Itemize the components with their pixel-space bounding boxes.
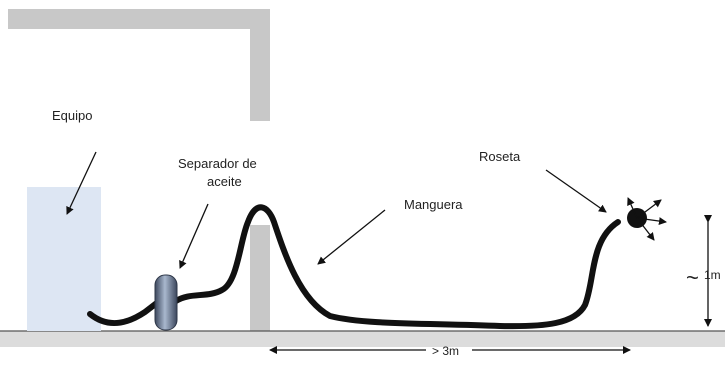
roseta-pointer-arrow [545,169,607,213]
separador-pointer-arrow [179,203,209,269]
manguera-pointer-arrow [317,209,386,265]
wall-upper [250,9,270,121]
wall-lower [250,225,270,332]
separador-label-line1: Separador de [178,156,257,171]
equipment-box [27,187,101,331]
equipo-label: Equipo [52,108,92,123]
manguera-label: Manguera [404,197,463,212]
distance-label: > 3m [432,344,459,358]
roseta-label: Roseta [479,149,521,164]
height-tilde-label: ~ [686,265,699,290]
separador-label-line2: aceite [207,174,242,189]
ceiling-beam [8,9,270,29]
oil-separator [154,274,178,331]
equipo-pointer-arrow [66,151,97,215]
height-value-label: 1m [704,268,721,282]
floor [0,331,725,347]
hose [87,204,621,330]
rosette [627,197,667,241]
